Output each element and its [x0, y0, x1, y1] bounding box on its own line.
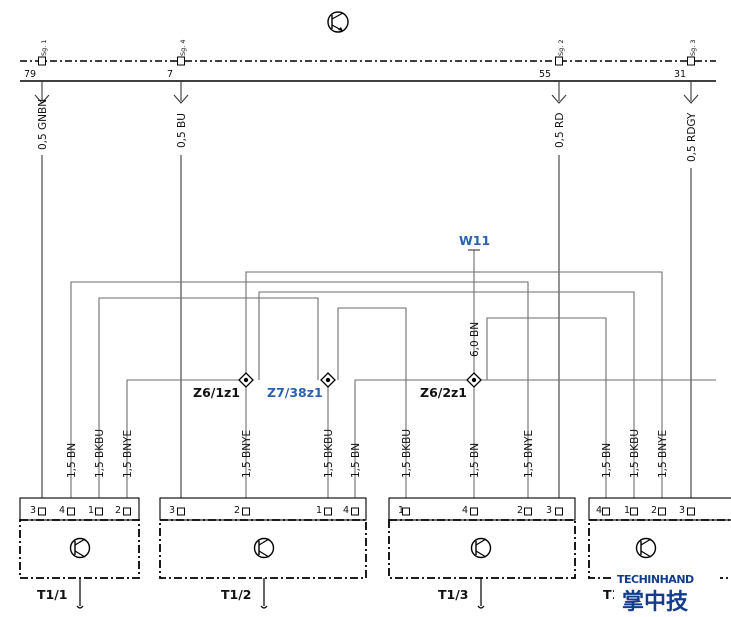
ground-icon: [477, 578, 485, 609]
pin-number: 1: [624, 505, 630, 516]
pin-number: 2: [517, 505, 523, 516]
control-unit-icon: [327, 11, 349, 33]
pin-number: 55: [539, 69, 551, 80]
module-label: T1/3: [438, 587, 469, 602]
transistor-icon: [470, 537, 492, 559]
watermark-line2: 掌中技: [622, 590, 689, 615]
pin-number: 4: [462, 505, 468, 516]
splice-label: Z6/2z1: [420, 385, 467, 400]
wire-label: 0,5 BU: [176, 113, 188, 148]
wire-label: 0,5 GNBN: [37, 99, 49, 150]
wire-label: 0,5 RD: [554, 113, 566, 148]
splice-z7-38: Z7/38z1: [267, 372, 336, 400]
w11-label: W11: [459, 233, 490, 248]
bus-pin-sg3: Sg. 3 31 0,5 RDGY: [674, 39, 699, 162]
signal-label: Sg. 3: [689, 39, 697, 56]
wire-label: 1,5 BNYE: [241, 430, 253, 478]
bus-pin-sg4: Sg. 4 7 0,5 BU: [167, 39, 189, 148]
wire-label: 1,5 BNYE: [657, 430, 669, 478]
signal-label: Sg. 1: [40, 39, 48, 56]
wire-label: 1,5 BNYE: [523, 430, 535, 478]
pin-number: 1: [398, 505, 404, 516]
wire-label: 1,5 BNYE: [122, 430, 134, 478]
pin-number: 31: [674, 69, 686, 80]
pin-number: 2: [115, 505, 121, 516]
pin-number: 3: [546, 505, 552, 516]
splice-z6-1: Z6/1z1: [193, 372, 254, 400]
pin-number: 3: [30, 505, 36, 516]
bus-pin-sg1: Sg. 1 79 0,5 GNBN: [24, 39, 50, 150]
transistor-icon: [69, 537, 91, 559]
module-label: T1/2: [221, 587, 252, 602]
wire-label: 1,5 BN: [66, 443, 78, 478]
w11-wire-label: 6,0 BN: [469, 322, 481, 357]
watermark-line1: TECHINHAND: [617, 573, 694, 586]
signal-label: Sg. 2: [557, 39, 565, 56]
signal-label: Sg. 4: [179, 39, 187, 56]
wire-label: 0,5 RDGY: [686, 112, 698, 162]
pin-number: 2: [234, 505, 240, 516]
pin-number: 1: [316, 505, 322, 516]
module-t1-1: 3 4 1 2 T1/1: [19, 497, 140, 609]
splice-z6-2: Z6/2z1: [420, 372, 482, 400]
lower-wire-labels: 1,5 BN 1,5 BKBU 1,5 BNYE 1,5 BNYE 1,5 BK…: [66, 429, 669, 478]
wire-label: 1,5 BN: [469, 443, 481, 478]
transistor-icon: [635, 537, 657, 559]
module-t1-2: 3 2 1 4 T1/2: [159, 497, 367, 609]
module-t1-3: 1 4 2 3 T1/3: [388, 497, 576, 609]
wire-label: 1,5 BN: [601, 443, 613, 478]
connector-bus: [20, 60, 716, 82]
pin-number: 3: [679, 505, 685, 516]
pin-number: 1: [88, 505, 94, 516]
splice-label: Z7/38z1: [267, 385, 323, 400]
watermark-logo: TECHINHAND 掌中技: [614, 572, 720, 615]
pin-number: 4: [596, 505, 602, 516]
wire-label: 1,5 BKBU: [323, 429, 335, 478]
signal-wires: [41, 155, 692, 508]
module-label: T1/1: [37, 587, 68, 602]
ground-icon: [76, 578, 84, 609]
transistor-icon: [253, 537, 275, 559]
wire-label: 1,5 BKBU: [629, 429, 641, 478]
wire-label: 1,5 BN: [350, 443, 362, 478]
pin-number: 7: [167, 69, 173, 80]
pin-number: 3: [169, 505, 175, 516]
bus-pin-sg2: Sg. 2 55 0,5 RD: [539, 39, 567, 148]
pin-number: 4: [59, 505, 65, 516]
pin-number: 2: [651, 505, 657, 516]
splice-label: Z6/1z1: [193, 385, 240, 400]
ground-icon: [260, 578, 268, 609]
harness-wires: [70, 249, 716, 508]
wire-label: 1,5 BKBU: [401, 429, 413, 478]
pin-number: 4: [343, 505, 349, 516]
wire-label: 1,5 BKBU: [94, 429, 106, 478]
pin-number: 79: [24, 69, 36, 80]
